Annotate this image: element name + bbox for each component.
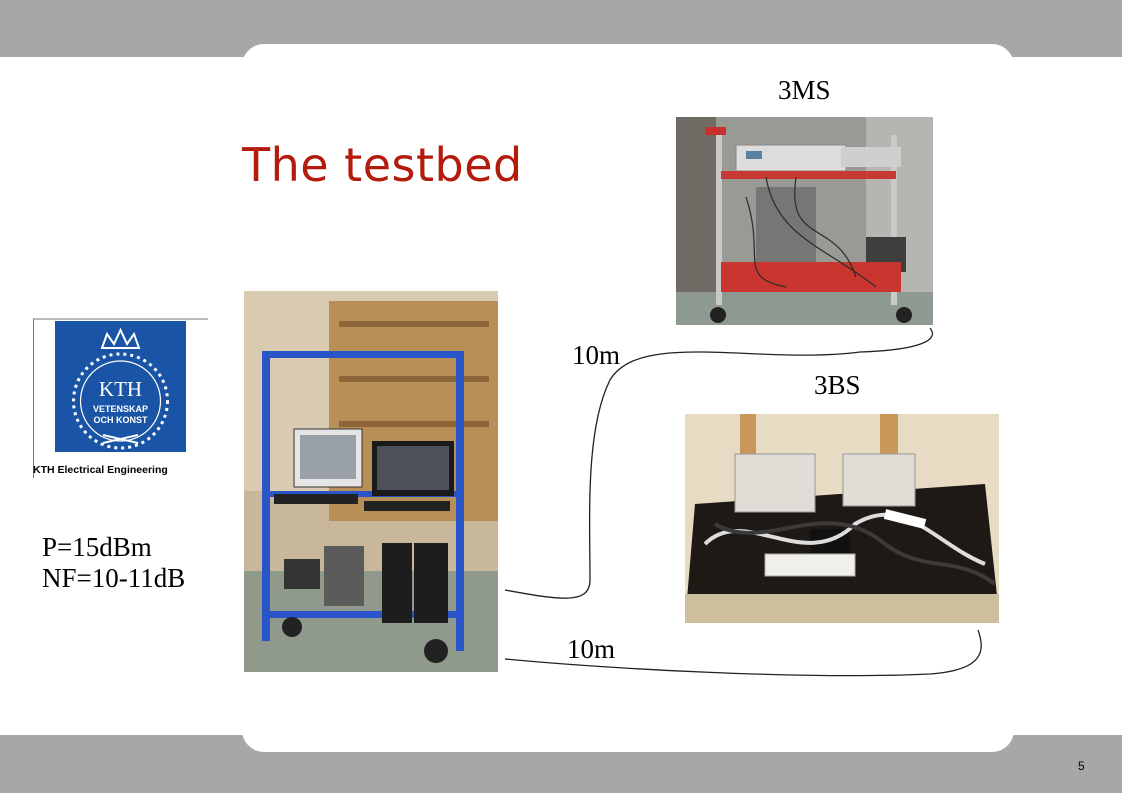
rf-parameters: P=15dBm NF=10-11dB [42,532,185,594]
logo-text-och-konst: OCH KONST [94,415,149,425]
power-param: P=15dBm [42,532,152,562]
noise-figure-param: NF=10-11dB [42,563,186,593]
ms-label: 3MS [778,75,831,105]
logo-text-vetenskap: VETENSKAP [93,404,148,414]
page-title: The testbed [242,138,523,192]
cable-length-upper: 10m [572,340,621,370]
kth-logo: KTH VETENSKAP OCH KONST KTH Electrical E… [33,318,208,478]
cable-to-bs [504,629,982,677]
testbed-cart-photo [244,291,498,672]
logo-text-kth: KTH [99,377,142,401]
page-number: 5 [1078,759,1085,773]
cable-to-ms [504,327,933,599]
ms-cart-photo [676,117,933,325]
bs-board-photo [685,414,999,623]
cable-length-lower: 10m [567,634,616,664]
logo-caption: KTH Electrical Engineering [33,464,168,476]
bs-label: 3BS [814,370,861,400]
